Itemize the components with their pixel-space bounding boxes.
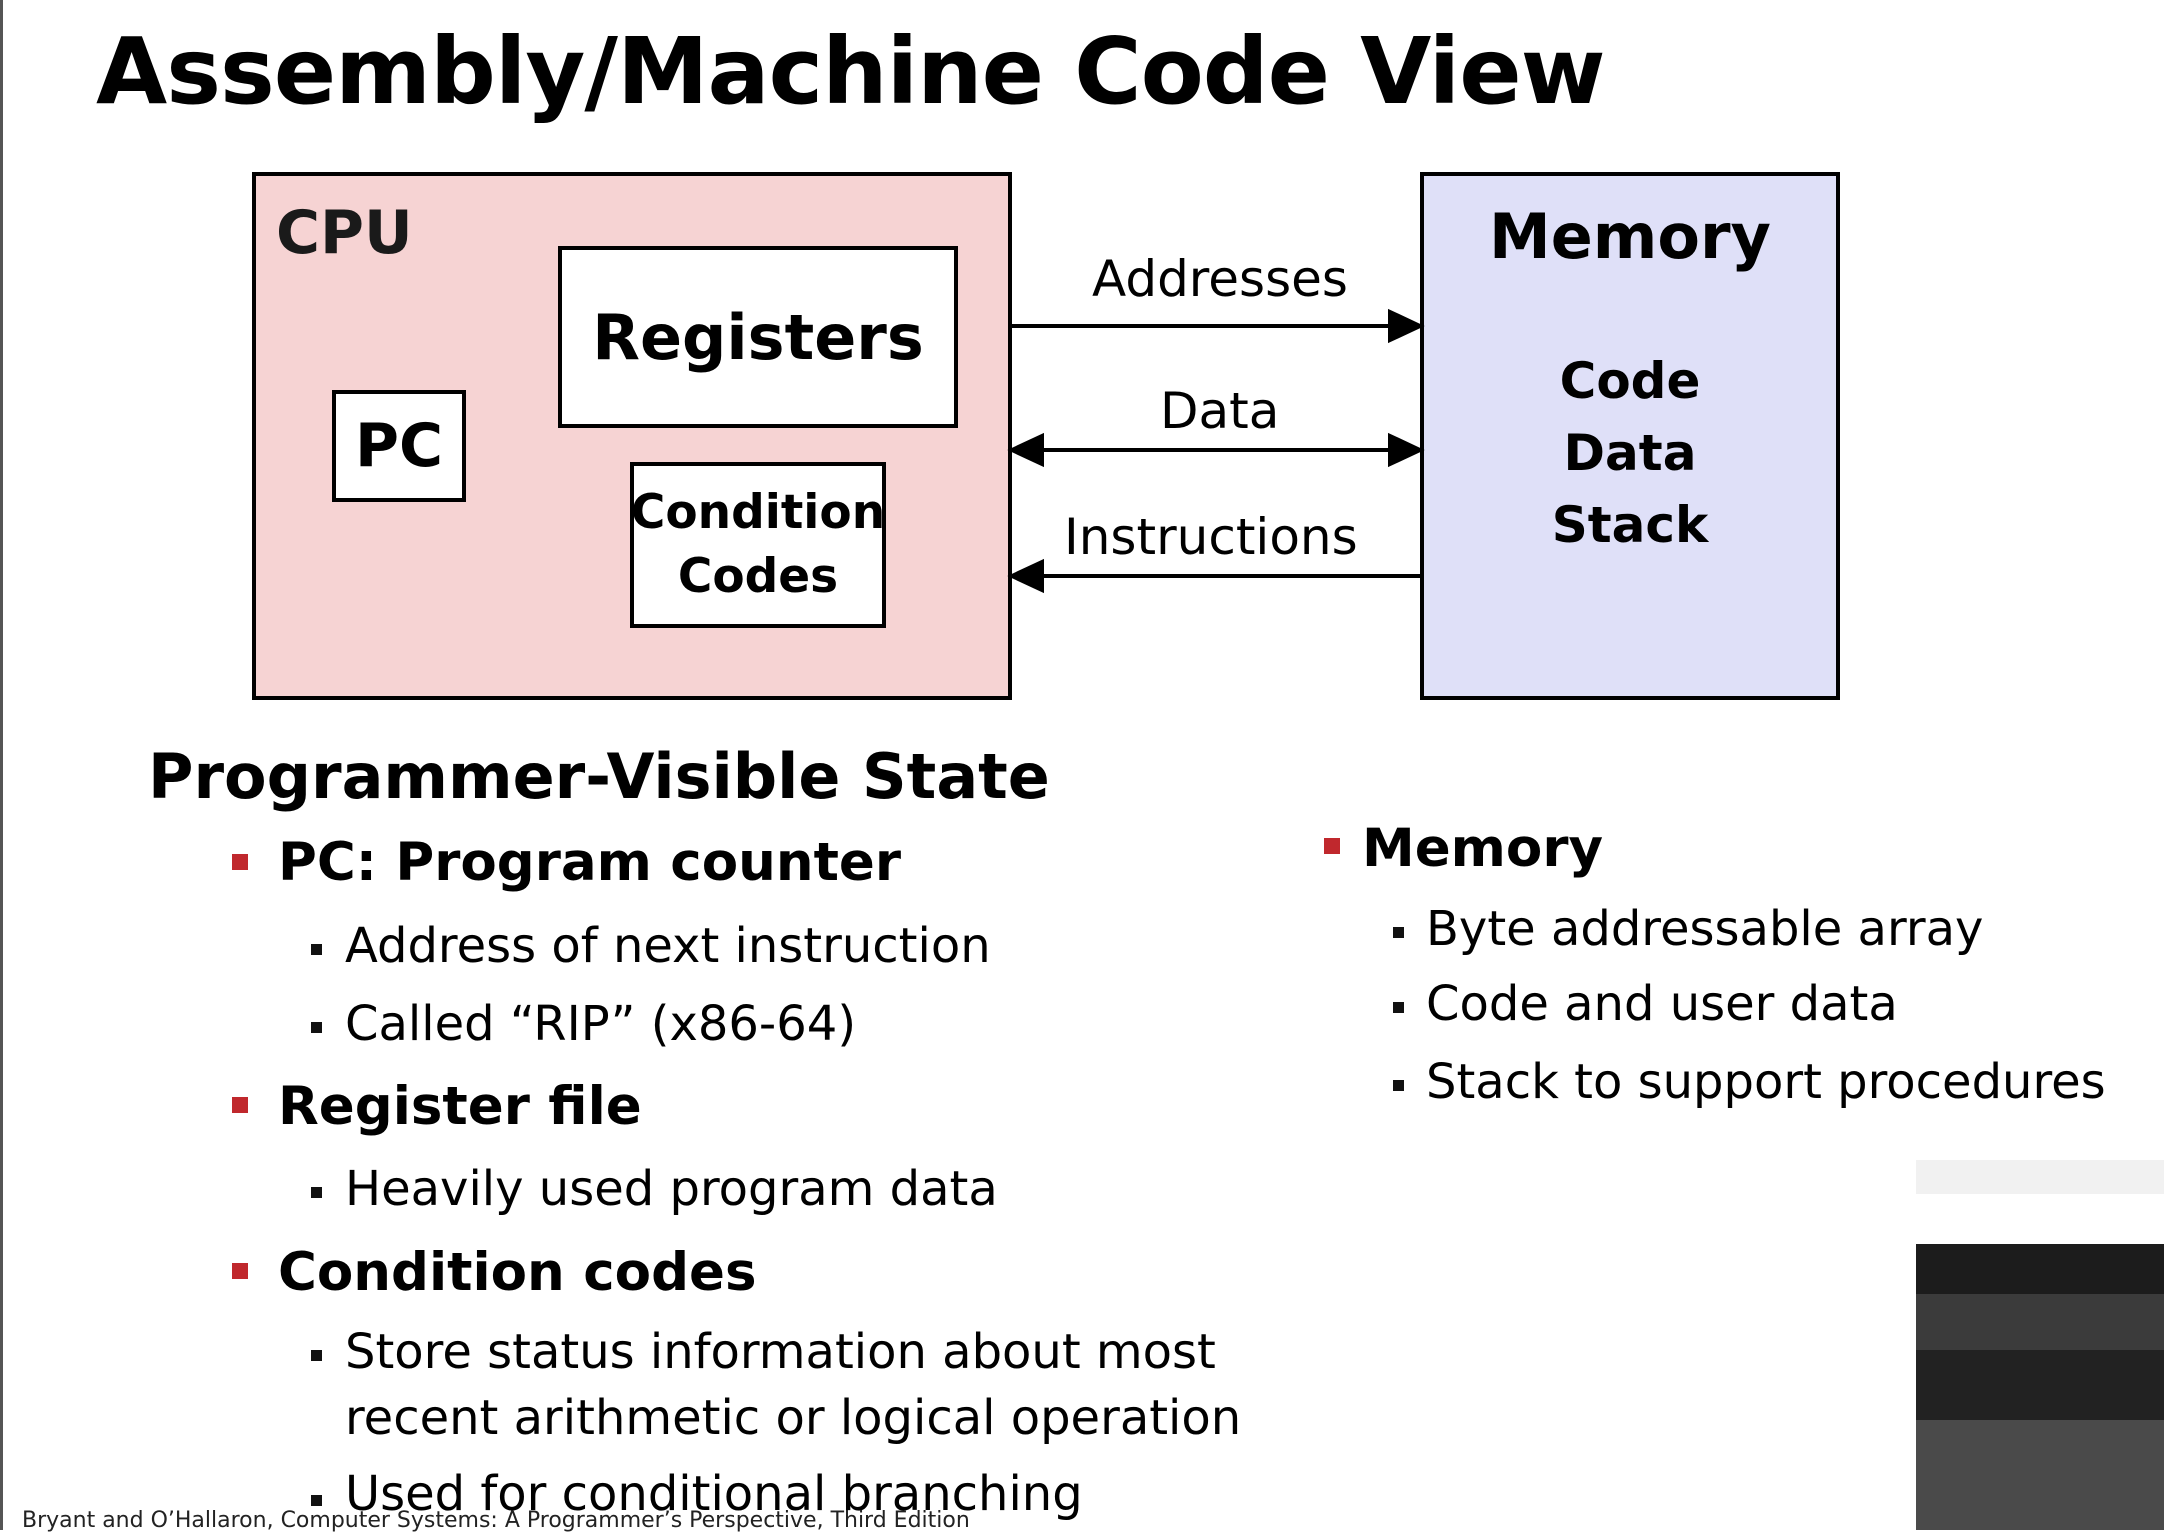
memory-content-code: Code (1559, 352, 1701, 410)
citation-footer: Bryant and O’Hallaron, Computer Systems:… (22, 1508, 970, 1533)
slide-title: Assembly/Machine Code View (96, 18, 1606, 125)
condition-codes-item-status-line2: recent arithmetic or logical operation (345, 1390, 1242, 1446)
cpu-label: CPU (276, 198, 413, 268)
pc-item-rip: Called “RIP” (x86-64) (345, 996, 857, 1052)
addresses-bus-label: Addresses (1092, 250, 1348, 308)
condition-codes-label-line2: Codes (677, 549, 839, 604)
bullet-black-square (1393, 1002, 1404, 1013)
addresses-arrowhead-right (1388, 308, 1425, 344)
video-thumbnail (1916, 1160, 2164, 1530)
bullet-black-square (1393, 1080, 1404, 1091)
bullet-black-square (311, 1495, 322, 1506)
slide-left-border (0, 0, 3, 1530)
instructions-arrowhead-left (1007, 558, 1044, 594)
memory-item-byte-array: Byte addressable array (1426, 901, 1984, 957)
memory-label: Memory (1489, 200, 1771, 273)
bullet-red-square (232, 1263, 248, 1279)
register-file-item-program-data: Heavily used program data (345, 1161, 998, 1217)
programmer-visible-state-heading: Programmer-Visible State (148, 740, 1050, 813)
bullet-black-square (311, 944, 322, 955)
memory-box (1420, 172, 1840, 700)
memory-bullet: Memory (1362, 818, 1604, 879)
bullet-red-square (232, 854, 248, 870)
data-arrowhead-left (1007, 432, 1044, 468)
pc-label: PC (354, 411, 443, 481)
bullet-black-square (311, 1022, 322, 1033)
data-bus-label: Data (1160, 382, 1280, 440)
pc-bullet: PC: Program counter (278, 832, 902, 893)
condition-codes-item-status-line1: Store status information about most (345, 1324, 1216, 1380)
condition-codes-bullet: Condition codes (278, 1242, 757, 1303)
memory-content-stack: Stack (1551, 496, 1709, 554)
bullet-red-square (1324, 838, 1340, 854)
bullet-black-square (311, 1187, 322, 1198)
bullet-black-square (311, 1350, 322, 1361)
bullet-red-square (232, 1097, 248, 1113)
bullet-black-square (1393, 927, 1404, 938)
data-arrowhead-right (1388, 432, 1425, 468)
memory-content-data: Data (1563, 424, 1697, 482)
registers-box: Registers (558, 246, 958, 428)
condition-codes-label-line1: Condition (630, 485, 886, 540)
memory-item-code-user-data: Code and user data (1426, 976, 1898, 1032)
condition-codes-item-branching: Used for conditional branching (345, 1466, 1083, 1522)
register-file-bullet: Register file (278, 1076, 642, 1137)
pc-item-next-instruction: Address of next instruction (345, 918, 991, 974)
registers-label: Registers (592, 300, 924, 374)
condition-codes-box: Condition Codes (630, 462, 886, 628)
instructions-bus-label: Instructions (1064, 508, 1358, 566)
pc-box: PC (332, 390, 466, 502)
memory-item-stack: Stack to support procedures (1426, 1054, 2106, 1110)
